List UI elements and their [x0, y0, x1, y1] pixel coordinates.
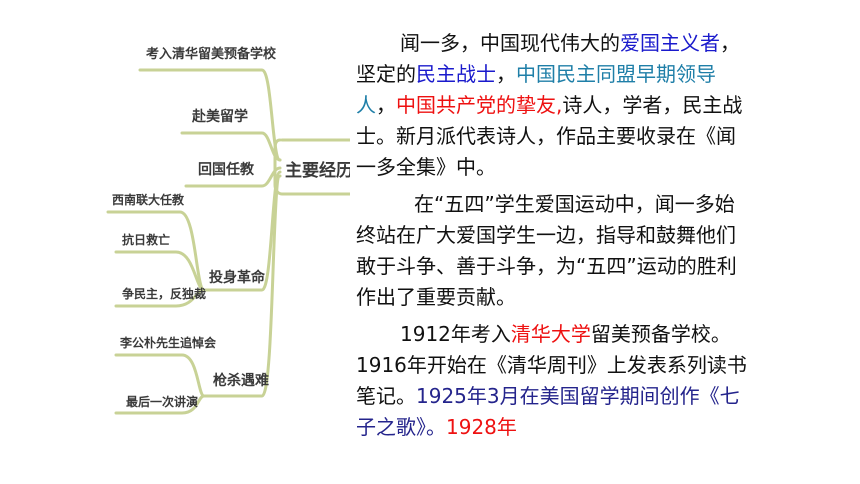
- biography-text: 闻一多，中国现代伟大的爱国主义者，坚定的民主战士，中国民主同盟早期领导人，中国共…: [356, 28, 748, 484]
- sub-memorial: 李公朴先生追悼会: [119, 335, 217, 350]
- sub-last-speech: 最后一次讲演: [126, 394, 198, 409]
- highlight-1928: 1928年: [446, 415, 517, 439]
- intro-c: ，坚定的: [356, 31, 740, 86]
- intro-a: 闻一多，中国现代伟大的: [400, 31, 620, 55]
- branch-tsinghua: 考入清华留美预备学校: [146, 46, 277, 62]
- connector-b2: [180, 131, 282, 162]
- timeline-c: 留美预备学校。1916年开始在《清华周刊》上发表系列读书笔记。: [356, 322, 747, 408]
- branch-revolution: 投身革命: [209, 269, 266, 286]
- center-bracket: [273, 138, 350, 196]
- intro-e: ，: [496, 62, 516, 86]
- sub-lianda: 西南联大任教: [112, 192, 185, 207]
- sub-democracy: 争民主，反独裁: [122, 286, 206, 301]
- connector-b3: [184, 166, 282, 188]
- connector-b1: [138, 68, 282, 162]
- highlight-democracy-fighter: 民主战士: [416, 62, 496, 86]
- intro-g: ，: [376, 93, 396, 117]
- highlight-league-leader: 中国民主同盟早期领导人: [356, 62, 716, 117]
- connector-s4: [114, 353, 206, 398]
- highlight-patriot: 爱国主义者: [620, 31, 720, 55]
- branch-return-teach: 回国任教: [198, 161, 255, 178]
- highlight-seven-sons: 1925年3月在美国留学期间创作《七子之歌》。: [356, 384, 740, 439]
- sub-anti-japan: 抗日救亡: [122, 232, 170, 247]
- mind-map-connectors: [106, 68, 350, 415]
- center-node: 主要经历: [285, 160, 350, 181]
- paragraph-timeline: 1912年考入清华大学留美预备学校。1916年开始在《清华周刊》上发表系列读书笔…: [356, 319, 748, 443]
- paragraph-may-fourth: 在“五四”学生爱国运动中，闻一多始终站在广大爱国学生一边，指导和鼓舞他们敢于斗争…: [356, 192, 737, 309]
- highlight-tsinghua: 清华大学: [510, 322, 591, 346]
- connector-b4: [202, 170, 282, 292]
- mind-map: 考入清华留美预备学校 赴美留学 回国任教 投身革命 枪杀遇难 主要经历 西南联大…: [106, 46, 350, 415]
- branch-assassinated: 枪杀遇难: [213, 372, 269, 389]
- branch-study-abroad: 赴美留学: [191, 108, 248, 125]
- connector-b5: [202, 174, 282, 398]
- connector-s5: [114, 394, 206, 415]
- timeline-a: 1912年考入: [400, 322, 511, 346]
- intro-i: 诗人，学者，民主战士。新月派代表诗人，作品主要收录在《闻一多全集》中。: [356, 93, 743, 179]
- highlight-cpc-friend: 中国共产党的挚友,: [396, 93, 563, 117]
- paragraph-intro: 闻一多，中国现代伟大的爱国主义者，坚定的民主战士，中国民主同盟早期领导人，中国共…: [356, 28, 748, 183]
- connector-s2: [114, 250, 206, 292]
- connector-s3: [114, 288, 206, 308]
